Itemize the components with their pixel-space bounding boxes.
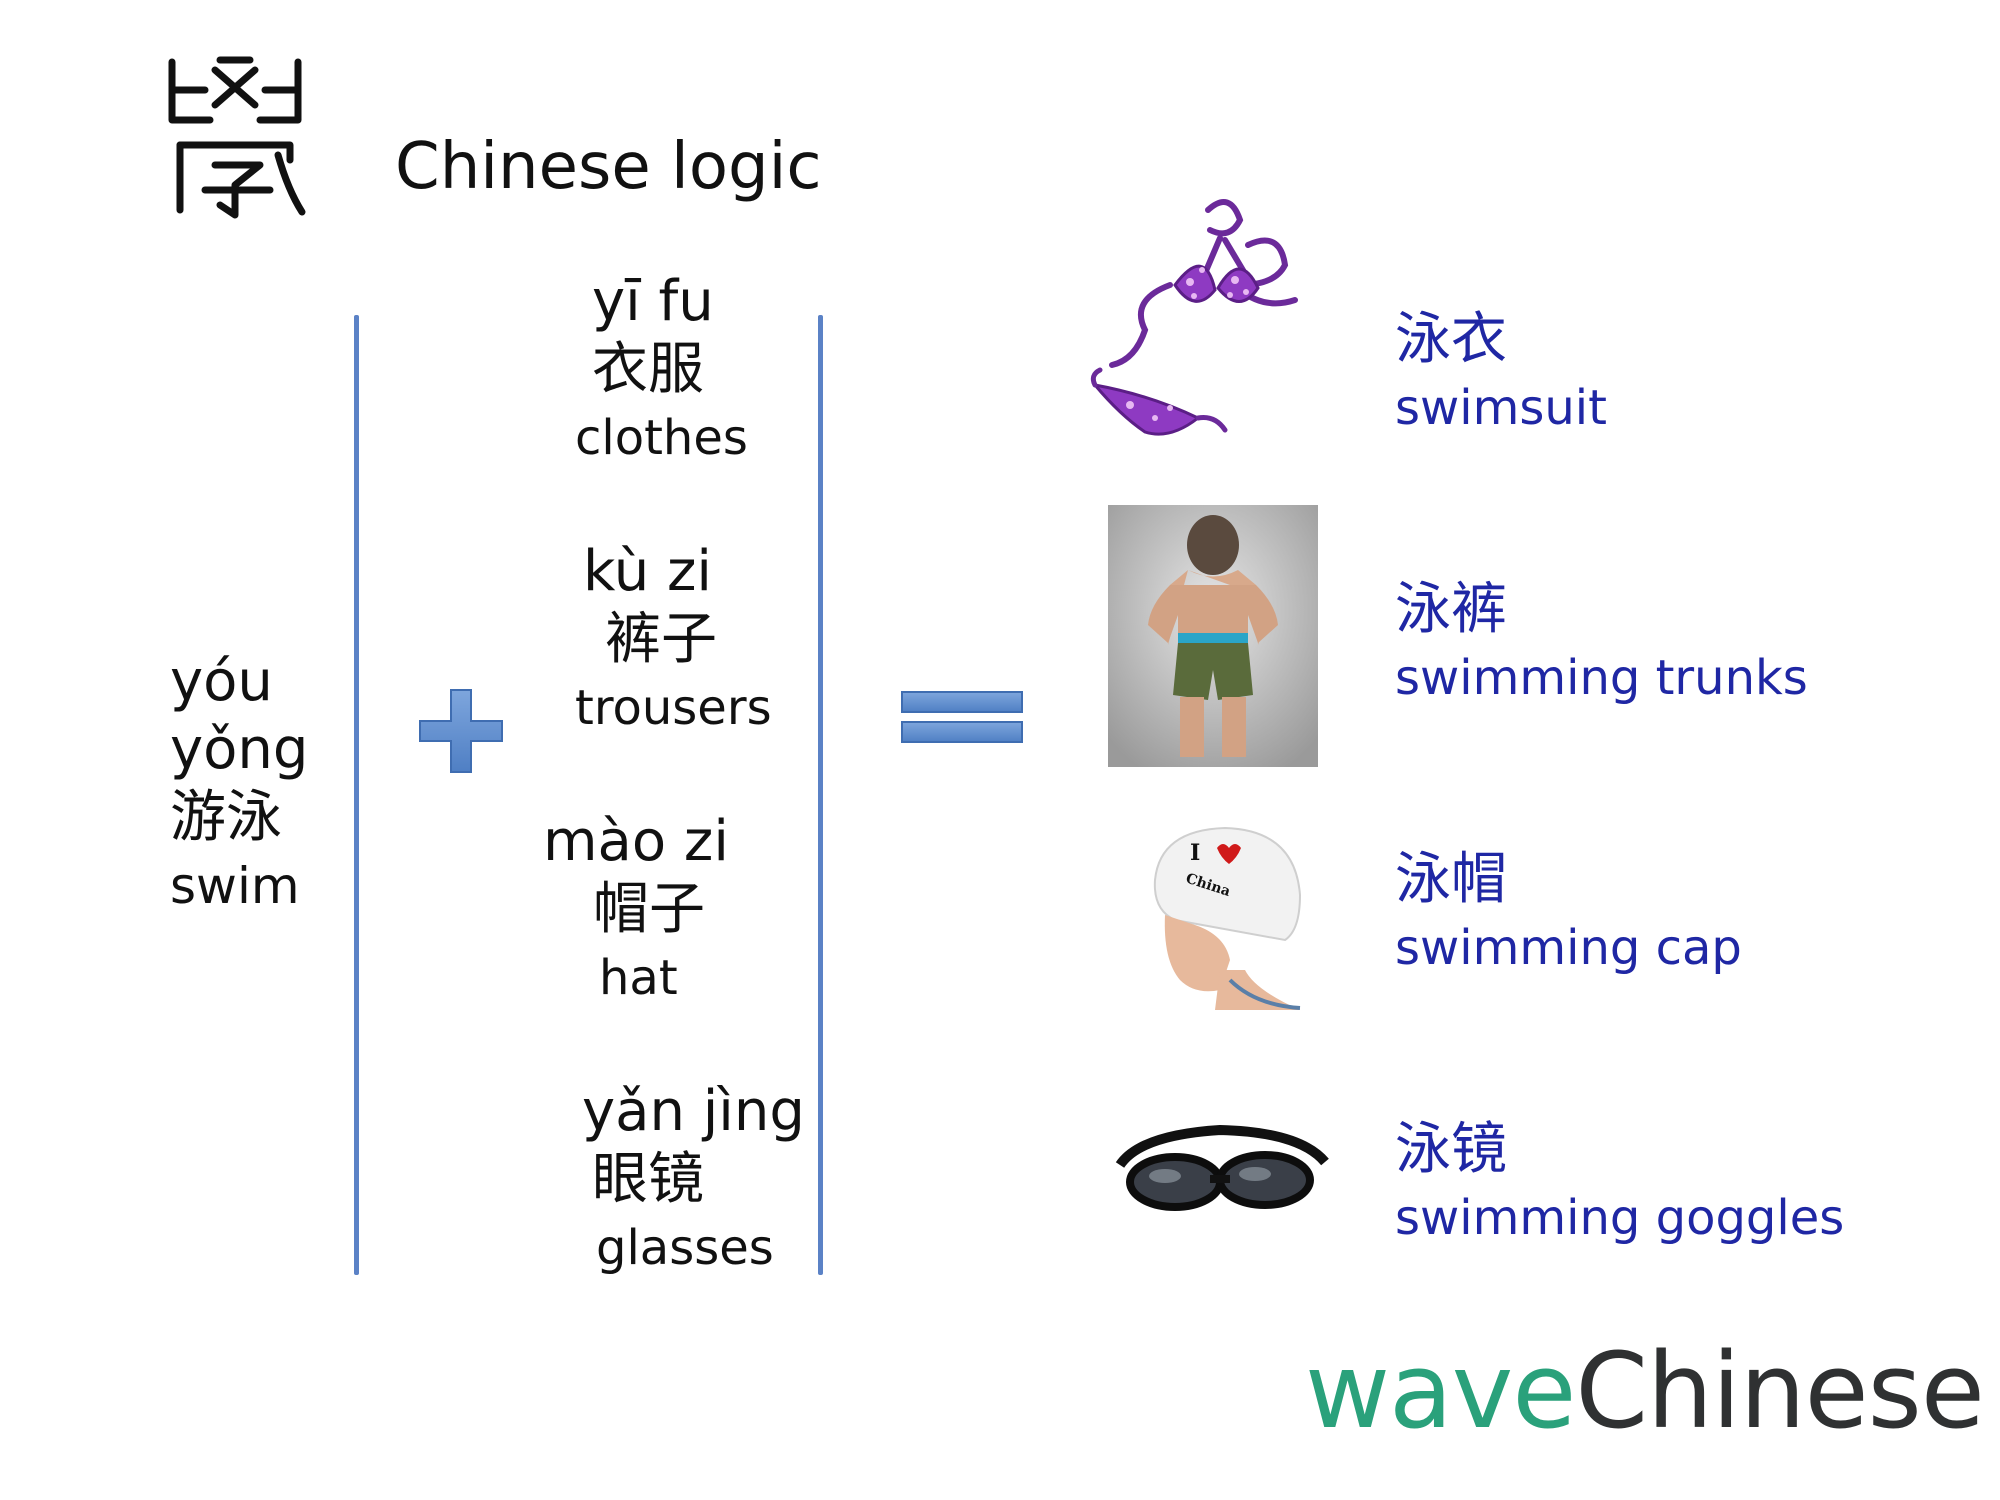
swimsuit-image [1090, 199, 1298, 436]
result-hanzi: 泳衣 [1395, 307, 1507, 372]
result-english: swimming trunks [1395, 650, 1808, 706]
result-swimming-trunks: 泳裤 swimming trunks [1395, 575, 1808, 711]
wavechinese-logo: waveChinese [1305, 1330, 1985, 1452]
page-title: Chinese logic [395, 130, 822, 204]
result-english: swimsuit [1395, 380, 1607, 436]
component-hat: mào zi 帽子 hat [543, 808, 729, 1012]
result-english: swimming goggles [1395, 1190, 1845, 1246]
component-glasses: yǎn jìng 眼镜 glasses [582, 1078, 805, 1282]
component-hanzi: 衣服 [592, 337, 704, 402]
result-swimming-cap: 泳帽 swimming cap [1395, 845, 1742, 981]
component-pinyin: kù zi [583, 539, 712, 604]
seal-character-logo [168, 56, 306, 219]
component-hanzi: 眼镜 [592, 1147, 704, 1212]
logo-chinese: Chinese [1575, 1330, 1984, 1452]
divider-line-right [818, 315, 823, 1275]
component-english: hat [599, 950, 678, 1006]
component-trousers: kù zi 裤子 trousers [575, 538, 772, 742]
component-hanzi: 帽子 [593, 877, 705, 942]
result-english: swimming cap [1395, 920, 1742, 976]
component-clothes: yī fu 衣服 clothes [575, 268, 748, 472]
component-pinyin: yī fu [592, 269, 714, 334]
base-hanzi: 游泳 [170, 785, 282, 850]
base-word: yóu yǒng 游泳 swim [170, 648, 308, 920]
component-pinyin: yǎn jìng [582, 1079, 805, 1144]
swimming-trunks-image [1108, 505, 1318, 767]
swimming-goggles-image [1115, 1124, 1329, 1211]
plus-icon [419, 689, 503, 773]
equals-icon [901, 691, 1023, 743]
result-swimsuit: 泳衣 swimsuit [1395, 305, 1607, 441]
swimming-cap-image: I China [1153, 826, 1302, 1010]
result-hanzi: 泳帽 [1395, 847, 1507, 912]
logo-wave: wave [1305, 1330, 1576, 1452]
component-english: trousers [575, 680, 772, 736]
result-swimming-goggles: 泳镜 swimming goggles [1395, 1115, 1844, 1251]
base-pinyin-1: yóu [170, 649, 273, 714]
component-pinyin: mào zi [543, 809, 729, 874]
divider-line-left [354, 315, 359, 1275]
component-english: clothes [575, 410, 748, 466]
result-hanzi: 泳镜 [1395, 1117, 1507, 1182]
component-hanzi: 裤子 [605, 607, 717, 672]
component-english: glasses [596, 1220, 774, 1276]
result-hanzi: 泳裤 [1395, 577, 1507, 642]
base-pinyin-2: yǒng [170, 717, 309, 782]
base-english: swim [170, 857, 300, 915]
cap-text-i: I [1190, 840, 1200, 866]
